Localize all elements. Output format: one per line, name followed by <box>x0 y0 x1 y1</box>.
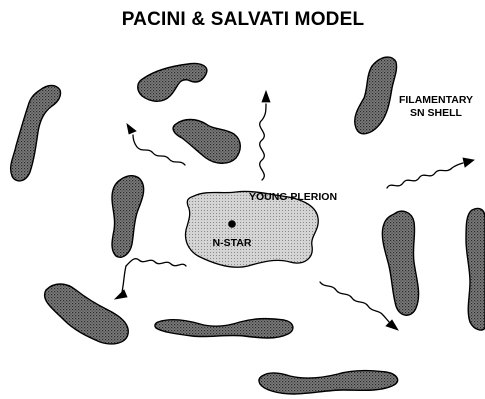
shell-filament <box>155 319 293 338</box>
shell-filament <box>112 176 144 258</box>
wavy-arrow-down-left <box>115 259 186 299</box>
shell-label-line2: SN SHELL <box>410 107 463 119</box>
shell-filament <box>138 63 207 101</box>
shell-filament <box>382 211 418 315</box>
wavy-arrow-up <box>260 91 270 180</box>
neutron-star-dot <box>228 220 236 228</box>
diagram-title: PACINI & SALVATI MODEL <box>122 9 365 30</box>
shell-filament <box>466 208 485 330</box>
wavy-arrow-right <box>387 158 474 188</box>
wavy-arrow-down-right <box>320 282 398 330</box>
shell-filament <box>45 284 129 344</box>
shell-filament <box>355 57 397 134</box>
n-star-label: N-STAR <box>213 237 252 249</box>
shell-filament <box>11 86 61 181</box>
shell-label-line1: FILAMENTARY <box>399 94 473 106</box>
shell-filament <box>259 371 398 394</box>
shell-filament <box>173 120 240 164</box>
plerion-label: YOUNG PLERION <box>249 191 337 203</box>
